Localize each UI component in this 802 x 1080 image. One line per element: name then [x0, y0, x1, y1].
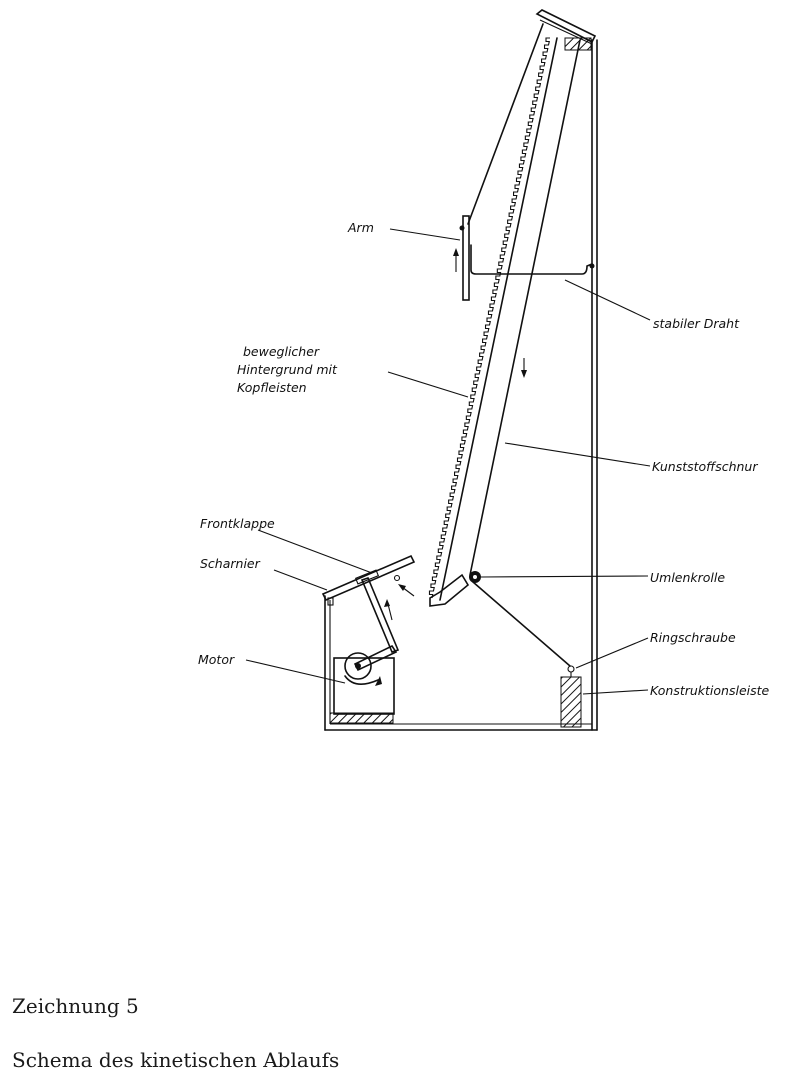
right-frame	[591, 39, 598, 731]
label-construction-bar: Konstruktionsleiste	[650, 683, 770, 698]
plastic-cord	[469, 39, 581, 576]
flap-eyelet	[393, 574, 401, 582]
caption-subtitle: Schema des kinetischen Ablaufs	[12, 1048, 340, 1072]
arm	[459, 215, 470, 301]
down-arrow-icon	[521, 358, 527, 378]
pulley	[469, 571, 481, 583]
motor	[333, 652, 395, 715]
top-cap	[535, 9, 597, 51]
up-arrow-icon	[453, 248, 459, 272]
label-ring-screw: Ringschraube	[650, 630, 736, 645]
label-background-line2: Hintergrund mit	[237, 362, 338, 377]
hinge	[327, 597, 334, 606]
cord-to-ring-screw	[472, 581, 571, 667]
label-motor: Motor	[198, 652, 235, 667]
base-box	[324, 595, 598, 731]
label-wire: stabiler Draht	[653, 316, 740, 331]
arm-cord	[467, 23, 544, 225]
label-arm: Arm	[347, 220, 374, 235]
front-flap	[321, 554, 416, 602]
construction-bar	[560, 676, 582, 728]
movable-background-rack	[428, 37, 558, 601]
label-pulley: Umlenkrolle	[650, 570, 725, 585]
motor-base-hatched	[329, 712, 394, 724]
label-background-line3: Kopfleisten	[237, 380, 307, 395]
leader-lines	[245, 228, 651, 695]
flap-arrow-icon	[398, 584, 415, 597]
label-background-line1: beweglicher	[243, 344, 320, 359]
rack-foot-block	[429, 573, 470, 607]
label-front-flap: Frontklappe	[200, 516, 275, 531]
rod-arrow-icon	[384, 599, 393, 621]
ring-screw	[567, 665, 575, 677]
label-cord: Kunststoffschnur	[652, 459, 758, 474]
caption-title: Zeichnung 5	[12, 994, 139, 1018]
stable-wire	[470, 244, 595, 275]
label-hinge: Scharnier	[200, 556, 261, 571]
